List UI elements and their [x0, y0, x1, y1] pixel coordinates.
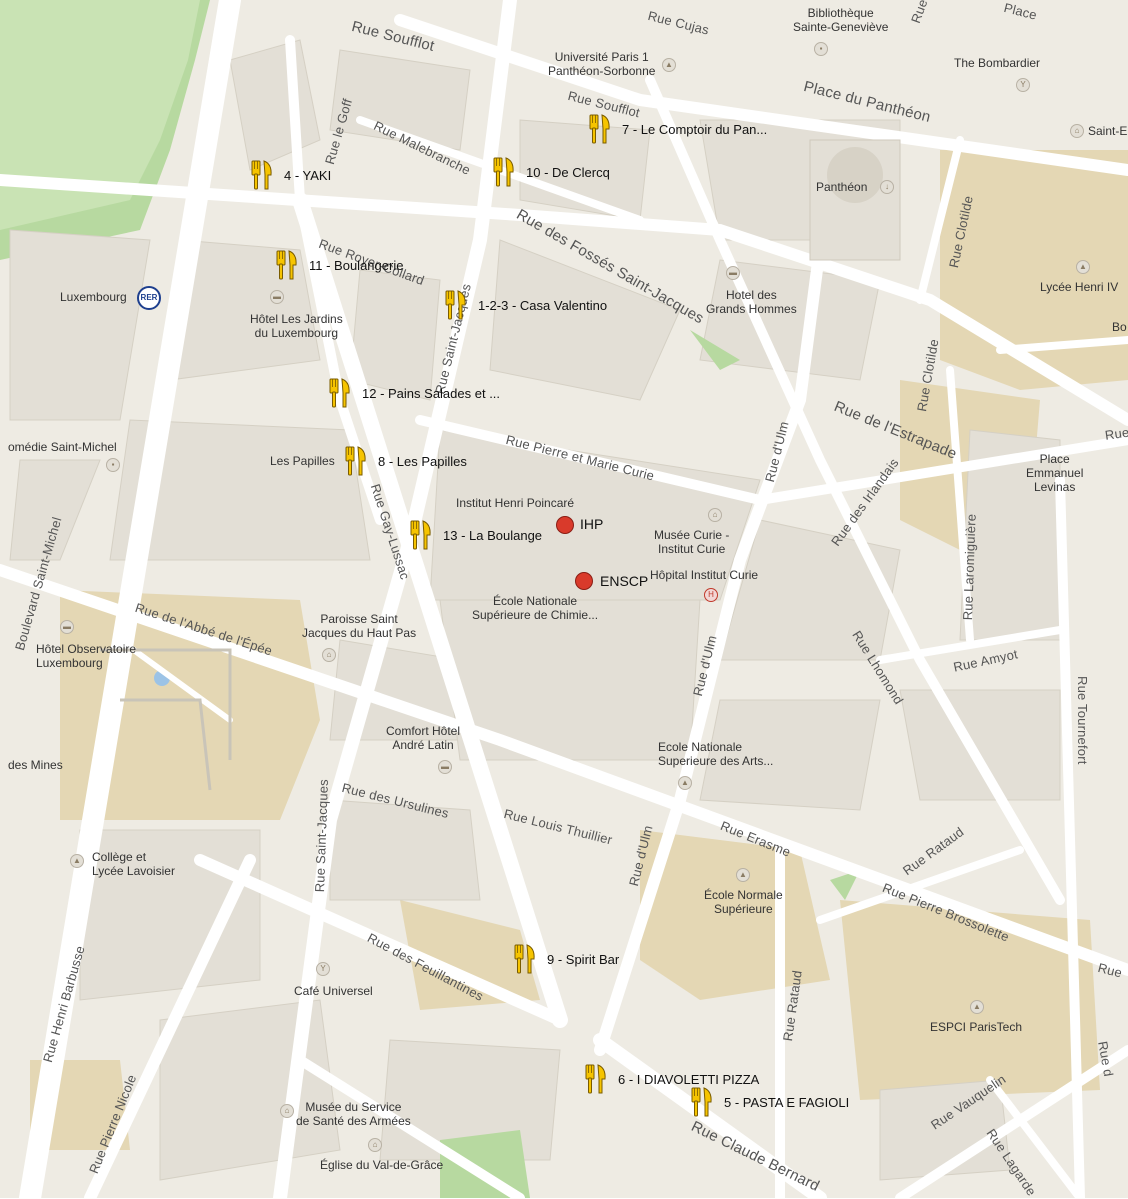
bed-icon: ▬: [60, 620, 74, 634]
fork-knife-icon[interactable]: [690, 1087, 714, 1117]
theater-icon: ▪: [106, 458, 120, 472]
poi-label-des-mines: des Mines: [8, 758, 63, 772]
poi-label-hotel-jardins: Hôtel Les Jardins du Luxembourg: [250, 312, 343, 340]
poi-label-musee-sante: Musée du Service de Santé des Armées: [296, 1100, 411, 1128]
museum-icon: ⌂: [708, 508, 722, 522]
poi-label-place-levinas: Place Emmanuel Levinas: [1026, 452, 1084, 494]
street-label: Rue Tournefort: [1075, 676, 1090, 765]
cocktail-icon: Y: [316, 962, 330, 976]
museum-icon: ⌂: [280, 1104, 294, 1118]
fork-knife-icon[interactable]: [444, 290, 468, 320]
poi-label-les-papilles: Les Papilles: [270, 454, 335, 468]
poi-label-ens: École Normale Supérieure: [704, 888, 783, 916]
street-label: Rue: [1104, 424, 1128, 443]
poi-label-musee-curie: Musée Curie - Institut Curie: [654, 528, 730, 556]
mortarboard-icon: ▲: [736, 868, 750, 882]
mortarboard-icon: ▲: [678, 776, 692, 790]
church-icon: ⌂: [322, 648, 336, 662]
restaurant-label: 10 - De Clercq: [526, 165, 610, 180]
restaurant-label: 8 - Les Papilles: [378, 454, 467, 469]
mortarboard-icon: ▲: [662, 58, 676, 72]
fork-knife-icon[interactable]: [492, 157, 516, 187]
monument-icon: ↓: [880, 180, 894, 194]
mortarboard-icon: ▲: [970, 1000, 984, 1014]
poi-label-bibliotheque: Bibliothèque Sainte-Geneviève: [793, 6, 889, 34]
bed-icon: ▬: [270, 290, 284, 304]
poi-label-paroisse: Paroisse Saint Jacques du Haut Pas: [302, 612, 417, 640]
church-icon: ⌂: [1070, 124, 1084, 138]
restaurant-label: 13 - La Boulange: [443, 528, 543, 543]
fork-knife-icon[interactable]: [250, 160, 274, 190]
fork-knife-icon[interactable]: [409, 520, 433, 550]
poi-label-luxembourg: Luxembourg: [60, 290, 127, 304]
poi-label-hopital-curie: Hôpital Institut Curie: [650, 568, 759, 582]
poi-label-pantheon: Panthéon: [816, 180, 868, 194]
fork-knife-icon[interactable]: [275, 250, 299, 280]
bed-icon: ▬: [726, 266, 740, 280]
poi-label-institut-poincare: Institut Henri Poincaré: [456, 496, 575, 510]
red-dot-marker-icon[interactable]: [556, 516, 574, 534]
poi-label-ecole-arts: Ecole Nationale Superieure des Arts...: [658, 740, 774, 768]
poi-label-comedie: omédie Saint-Michel: [8, 440, 117, 454]
restaurant-label: 7 - Le Comptoir du Pan...: [622, 122, 768, 137]
mortarboard-icon: ▲: [70, 854, 84, 868]
restaurant-label: 6 - I DIAVOLETTI PIZZA: [618, 1072, 760, 1087]
restaurant-label: 9 - Spirit Bar: [547, 952, 620, 967]
mortarboard-icon: ▲: [1076, 260, 1090, 274]
marker-label-ihp: IHP: [580, 516, 604, 532]
rer-station-icon[interactable]: RER: [137, 286, 161, 310]
restaurant-label: 11 - Boulangerie: [309, 258, 404, 273]
marker-label-enscp: ENSCP: [600, 573, 649, 589]
poi-label-eglise: Église du Val-de-Grâce: [320, 1158, 444, 1172]
poi-label-lycee-henri: Lycée Henri IV: [1040, 280, 1119, 294]
restaurant-label: 5 - PASTA E FAGIOLI: [724, 1095, 850, 1110]
fork-knife-icon[interactable]: [344, 446, 368, 476]
restaurant-label: 4 - YAKI: [284, 168, 332, 183]
fork-knife-icon[interactable]: [588, 114, 612, 144]
bed-icon: ▬: [438, 760, 452, 774]
poi-label-bombardier: The Bombardier: [954, 56, 1041, 70]
fork-knife-icon[interactable]: [513, 944, 537, 974]
church-icon: ⌂: [368, 1138, 382, 1152]
restaurant-label: 1-2-3 - Casa Valentino: [478, 298, 608, 313]
fork-knife-icon[interactable]: [584, 1064, 608, 1094]
poi-label-college-lavoisier: Collège et Lycée Lavoisier: [92, 850, 175, 878]
poi-label-hotel-observatoire: Hôtel Observatoire Luxembourg: [36, 642, 137, 670]
restaurant-label: 12 - Pains Salades et ...: [362, 386, 501, 401]
poi-label-comfort-hotel: Comfort Hôtel André Latin: [386, 724, 461, 752]
poi-label-hotel-grands-hommes: Hotel des Grands Hommes: [706, 288, 797, 316]
poi-label-ecole-chimie: École Nationale Supérieure de Chimie...: [472, 594, 599, 622]
red-dot-marker-icon[interactable]: [575, 572, 593, 590]
poi-label-saint-e: Saint-E: [1088, 124, 1128, 138]
cocktail-icon: Y: [1016, 78, 1030, 92]
hospital-icon: H: [704, 588, 718, 602]
fork-knife-icon[interactable]: [328, 378, 352, 408]
poi-label-espci: ESPCI ParisTech: [930, 1020, 1023, 1034]
poi-label-bo: Bo: [1112, 320, 1127, 334]
poi-label-cafe-universel: Café Universel: [294, 984, 373, 998]
poi-label-universite: Université Paris 1 Panthéon-Sorbonne: [548, 50, 656, 78]
book-icon: ▪: [814, 42, 828, 56]
